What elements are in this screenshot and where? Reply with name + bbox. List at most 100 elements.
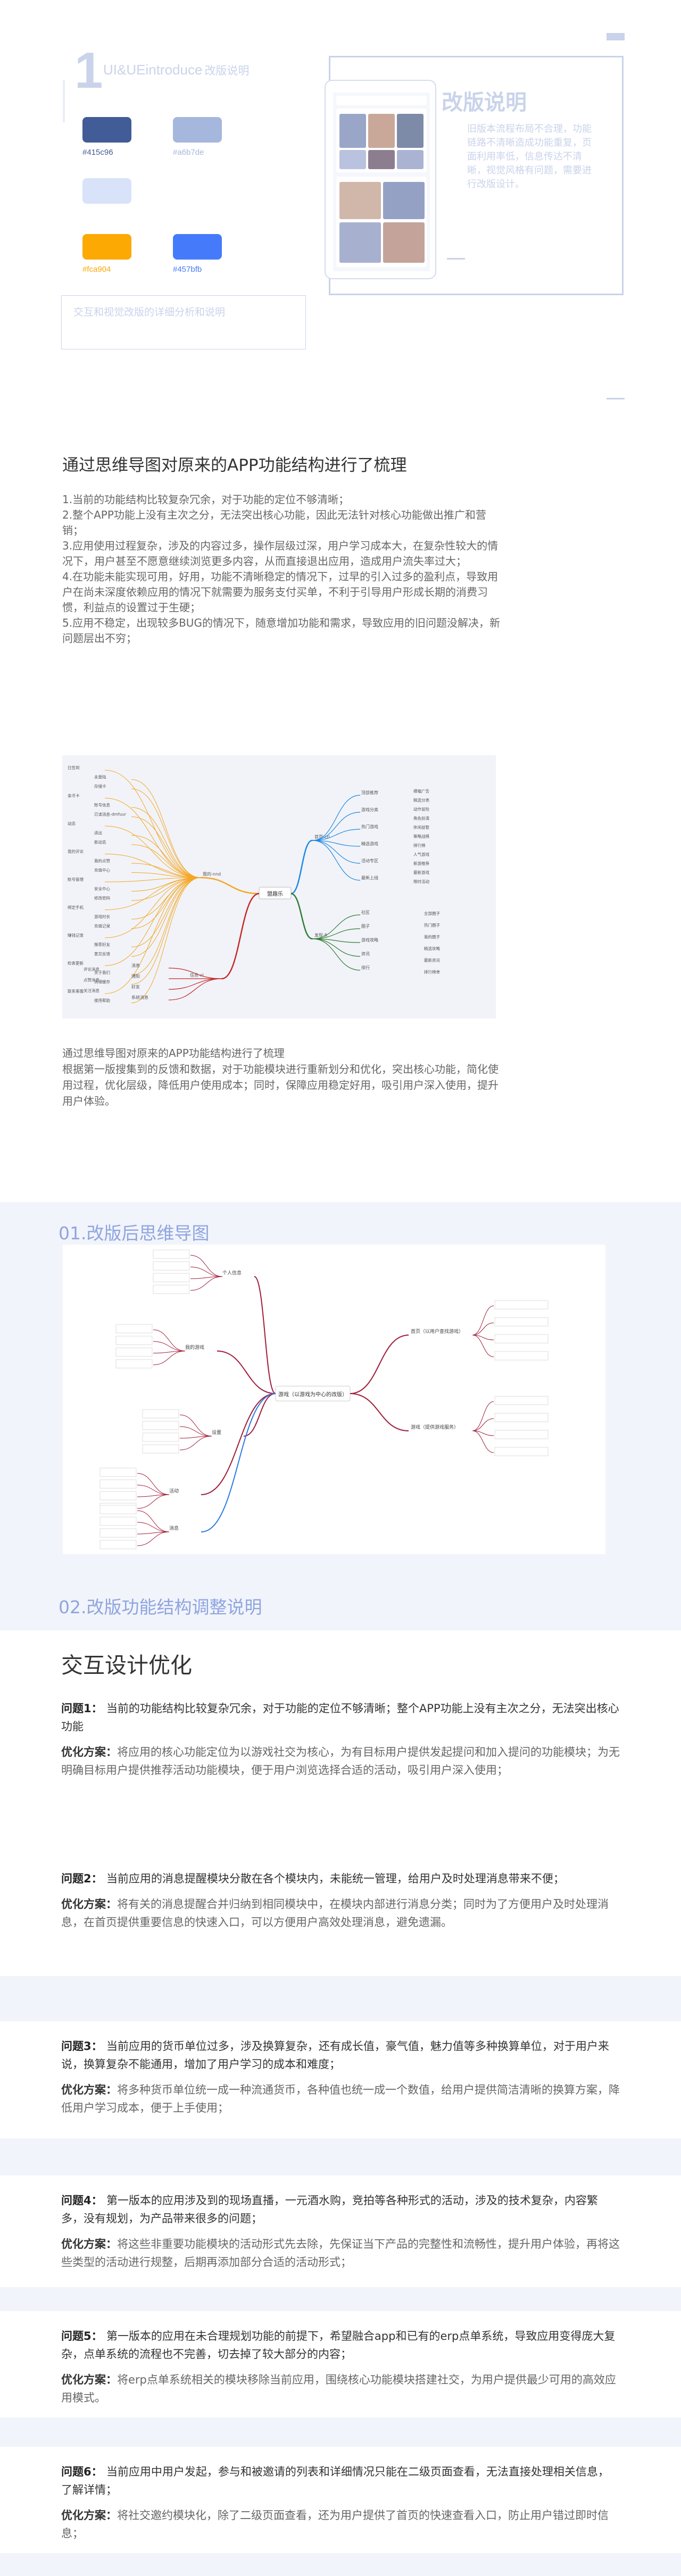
mindmap-leaf: 存储卡: [94, 783, 106, 789]
solution-text: 优化方案：将应用的核心功能定位为以游戏社交为核心，为有目标用户提供发起提问和加入…: [61, 1746, 620, 1777]
solution-label: 优化方案：: [61, 2238, 117, 2250]
mindmap-leaf: 排行榜单: [424, 969, 440, 974]
caption-body: 根据第一版搜集到的反馈和数据，对于功能模块进行重新划分和优化，突出核心功能，简化…: [62, 1063, 499, 1107]
problem-card: 问题6： 当前应用中用户发起，参与和被邀请的列表和详细情况只能在二级页面查看，无…: [0, 2447, 681, 2553]
mindmap-leaf-box: [494, 1413, 549, 1422]
mindmap-leaf: 绑定手机: [68, 905, 84, 910]
mindmap-leaf: 最新资讯: [424, 957, 440, 963]
mindmap-leaf: 已读消息-dmfuur: [94, 812, 127, 817]
mindmap-leaf-box: [99, 1468, 137, 1477]
mindmap-center-label: 游戏（以游戏为中心的改版）: [278, 1391, 347, 1398]
mindmap-leaf: 账号信息: [94, 802, 110, 807]
mindmap-node: 系统消息: [131, 995, 148, 1000]
color-swatch: [173, 117, 222, 143]
hero-bar: [63, 80, 65, 122]
mindmap-leaf-box: [494, 1430, 549, 1439]
mindmap-leaf: 休闲益智: [413, 824, 429, 830]
mindmap-leaf-box: [494, 1447, 549, 1456]
side-dash: [607, 398, 625, 399]
problem-text: 问题1： 当前的功能结构比较复杂冗余，对于功能的定位不够清晰；整个APP功能上没…: [61, 1702, 619, 1733]
problem-list: 1.当前的功能结构比较复杂冗余，对于功能的定位不够清晰； 2.整个APP功能上没…: [62, 492, 504, 646]
problem-number: 问题5：: [61, 2330, 106, 2342]
problem-text: 问题4： 第一版本的应用涉及到的现场直播，一元酒水购，竞拍等各种形式的活动，涉及…: [61, 2194, 598, 2225]
mindmap-node: 游戏分类: [361, 807, 378, 812]
problem-text: 问题3： 当前应用的货币单位过多，涉及换算复杂，还有成长值，豪气值，魅力值等多种…: [61, 2040, 609, 2071]
problem-number: 问题1：: [61, 1702, 106, 1715]
mindmap-leaf: 我的点赞: [94, 858, 110, 863]
mindmap-leaf: 限时活动: [413, 879, 429, 884]
mindmap-node: 个人信息: [222, 1270, 242, 1276]
mindmap-leaf: 联系客服: [68, 988, 84, 994]
mindmap-leaf: 点赞消息: [84, 977, 99, 982]
problem-item: 2.整个APP功能上没有主次之分，无法突出核心功能，因此无法针对核心功能做出推广…: [62, 508, 486, 537]
mindmap-node: 排行: [361, 965, 370, 970]
problem-card: 问题4： 第一版本的应用涉及到的现场直播，一元酒水购，竞拍等各种形式的活动，涉及…: [0, 2175, 681, 2287]
mindmap-leaf-box: [494, 1396, 549, 1405]
mindmap-leaf: 安全中心: [94, 886, 110, 891]
mindmap-leaf-box: [153, 1285, 190, 1294]
mindmap-leaf-box: [142, 1432, 179, 1442]
mindmap-leaf: 关注消息: [84, 988, 99, 993]
branch-label: 我的-nnd: [203, 871, 221, 877]
mindmap-node: 首页（以用户查找游戏）: [411, 1328, 463, 1335]
mindmap-node: 设置: [212, 1430, 221, 1436]
solution-text: 优化方案：将有关的消息提醒合并归纳到相同模块中，在模块内部进行消息分类；同时为了…: [61, 1898, 609, 1929]
mindmap-caption: 通过思维导图对原来的APP功能结构进行了梳理 根据第一版搜集到的反馈和数据，对于…: [62, 1045, 504, 1109]
redesign-dash: [447, 258, 465, 260]
problem-item: 5.应用不稳定，出现较多BUG的情况下，随意增加功能和需求，导致应用的旧问题没解…: [62, 616, 500, 645]
mindmap-node: 通知: [131, 973, 140, 979]
problem-card: 问题2： 当前应用的消息提醒模块分散在各个模块内，未能统一管理，给用户及时处理消…: [0, 1854, 681, 1976]
problem-number: 问题2：: [61, 1872, 106, 1885]
branch-label: 发现-fi: [314, 932, 327, 938]
mindmap-leaf: 动态: [68, 821, 76, 826]
mindmap-leaf: 游戏时长: [94, 914, 110, 919]
mindmap-leaf: 意见反馈: [94, 951, 110, 956]
mindmap-leaf-box: [115, 1324, 153, 1333]
color-swatch-label: #a6b7de: [173, 148, 204, 157]
mindmap-leaf: 热门圈子: [424, 922, 440, 928]
solution-label: 优化方案：: [61, 1898, 117, 1911]
mindmap-leaf-box: [99, 1479, 137, 1489]
mindmap-leaf: 推荐好友: [94, 942, 110, 947]
mindmap-node: 热门游戏: [361, 824, 378, 829]
mindmap-node: 最新上线: [361, 875, 378, 880]
color-swatch-label: #415c96: [82, 148, 113, 157]
mindmap-node: 消息: [131, 963, 140, 968]
mindmap-leaf: 我的评论: [68, 849, 84, 854]
mindmap-leaf: 充值中心: [94, 868, 110, 873]
color-swatch: [173, 234, 222, 260]
mindmap-leaf-box: [99, 1540, 137, 1549]
mindmap-leaf: 赚钱记录: [68, 932, 84, 938]
mindmap-node: 好友: [131, 984, 140, 989]
mindmap-leaf: 日签到: [68, 765, 80, 770]
mindmap-leaf: 全部圈子: [424, 911, 440, 916]
problem-item: 4.在功能未能实现可用，好用，功能不清晰稳定的情况下，过早的引入过多的盈利点，导…: [62, 570, 499, 614]
mindmap-leaf: 我的圈子: [424, 934, 440, 939]
mindmap-leaf-box: [494, 1351, 549, 1361]
mindmap-node: 圈子: [361, 924, 370, 929]
old-mindmap-svg: 盟趣乐我的-nnd日签到未登陆存储卡金币卡账号信息已读消息-dmfuur动态退出…: [68, 765, 440, 1003]
mindmap-node: 活动专区: [361, 858, 378, 863]
mindmap-leaf: 使用帮助: [94, 998, 110, 1003]
mindmap-node: 游戏攻略: [361, 937, 378, 943]
interaction-title: 交互设计优化: [61, 1653, 192, 1678]
mindmap-leaf: 未登陆: [94, 774, 106, 780]
section3-title: 01.改版后思维导图: [59, 1223, 210, 1244]
problem-number: 问题4：: [61, 2194, 106, 2207]
color-swatch: [82, 178, 131, 204]
redesign-title: 改版说明: [442, 90, 527, 115]
mindmap-leaf-box: [494, 1317, 549, 1327]
section2-title: 通过思维导图对原来的APP功能结构进行了梳理: [62, 456, 407, 475]
mindmap-leaf-box: [142, 1409, 179, 1419]
mindmap-node: 游戏（提供游戏服务）: [411, 1424, 459, 1430]
mindmap-leaf: 角色扮演: [413, 815, 429, 821]
mindmap-leaf-box: [142, 1421, 179, 1430]
color-swatch-label: #457bfb: [173, 265, 202, 274]
problem-card: 问题1： 当前的功能结构比较复杂冗余，对于功能的定位不够清晰；整个APP功能上没…: [0, 1689, 681, 1793]
solution-text: 优化方案：将社交邀约模块化，除了二级页面查看，还为用户提供了首页的快速查看入口，…: [61, 2509, 609, 2540]
color-swatch: [82, 117, 131, 143]
mindmap-leaf-box: [99, 1505, 137, 1514]
problem-item: 1.当前的功能结构比较复杂冗余，对于功能的定位不够清晰；: [62, 493, 350, 506]
hero-number: 1: [74, 42, 103, 99]
mindmap-leaf-box: [99, 1516, 137, 1526]
